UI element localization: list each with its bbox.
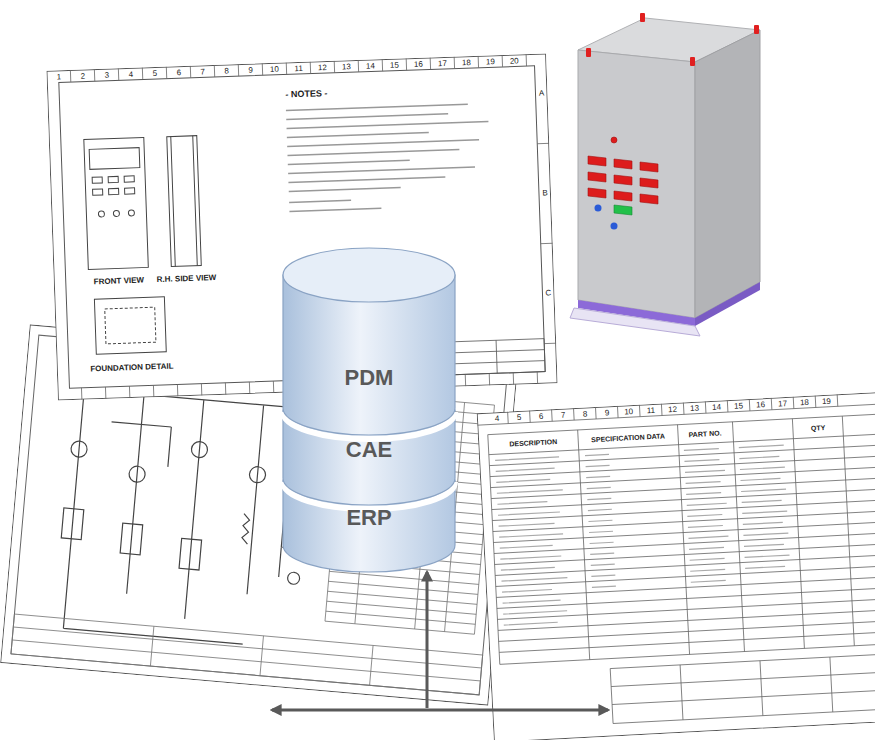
grid-reference: 18 xyxy=(800,398,809,406)
layer-label: PDM xyxy=(345,366,394,390)
grid-reference: 15 xyxy=(734,402,743,410)
grid-reference: 4 xyxy=(495,415,500,423)
grid-reference: 16 xyxy=(414,60,423,68)
grid-reference: C xyxy=(545,289,551,297)
grid-reference: 5 xyxy=(152,69,157,77)
grid-reference: 17 xyxy=(778,399,787,407)
drawing-note: QTY xyxy=(811,423,826,431)
grid-reference: 7 xyxy=(561,411,566,419)
layer-label: ERP xyxy=(346,506,391,530)
grid-reference: 13 xyxy=(690,404,699,412)
grid-reference: 18 xyxy=(462,59,471,67)
database-layer: CAE xyxy=(338,434,401,467)
grid-reference: 16 xyxy=(756,401,765,409)
grid-reference: 8 xyxy=(583,410,588,418)
grid-reference: 12 xyxy=(318,64,327,72)
grid-reference: 11 xyxy=(294,64,303,72)
database-layer: PDM xyxy=(337,362,402,395)
grid-reference: 3 xyxy=(104,71,109,79)
parts-list-sheet: 45678910111213141516171819DESCRIPTIONSPE… xyxy=(477,391,875,740)
grid-reference: 20 xyxy=(510,57,519,65)
grid-reference: 7 xyxy=(200,68,205,76)
layer-label: CAE xyxy=(346,438,392,462)
grid-reference: 13 xyxy=(342,63,351,71)
grid-reference: 19 xyxy=(822,397,831,405)
grid-reference: 11 xyxy=(647,406,656,414)
grid-reference: 12 xyxy=(668,405,677,413)
grid-reference: 14 xyxy=(712,403,721,411)
grid-reference: 9 xyxy=(248,66,253,74)
grid-reference: 10 xyxy=(624,408,633,416)
grid-reference: 6 xyxy=(539,412,544,420)
grid-reference: 10 xyxy=(270,65,279,73)
grid-reference: 4 xyxy=(128,70,133,78)
grid-reference: 6 xyxy=(176,69,181,77)
grid-reference: 9 xyxy=(605,409,610,417)
grid-reference: 14 xyxy=(366,62,375,70)
interface-arrows xyxy=(272,572,608,710)
drawing-note: - NOTES - xyxy=(285,89,327,99)
grid-reference: 5 xyxy=(517,413,522,421)
grid-reference: B xyxy=(542,189,548,197)
grid-reference: 8 xyxy=(224,67,229,75)
grid-reference: 17 xyxy=(438,59,447,67)
grid-reference: 1 xyxy=(56,73,61,81)
database-layer: ERP xyxy=(338,502,400,535)
grid-reference: A xyxy=(539,89,545,97)
grid-reference: 15 xyxy=(390,61,399,69)
grid-reference: 2 xyxy=(80,72,85,80)
grid-reference: 19 xyxy=(486,58,495,66)
